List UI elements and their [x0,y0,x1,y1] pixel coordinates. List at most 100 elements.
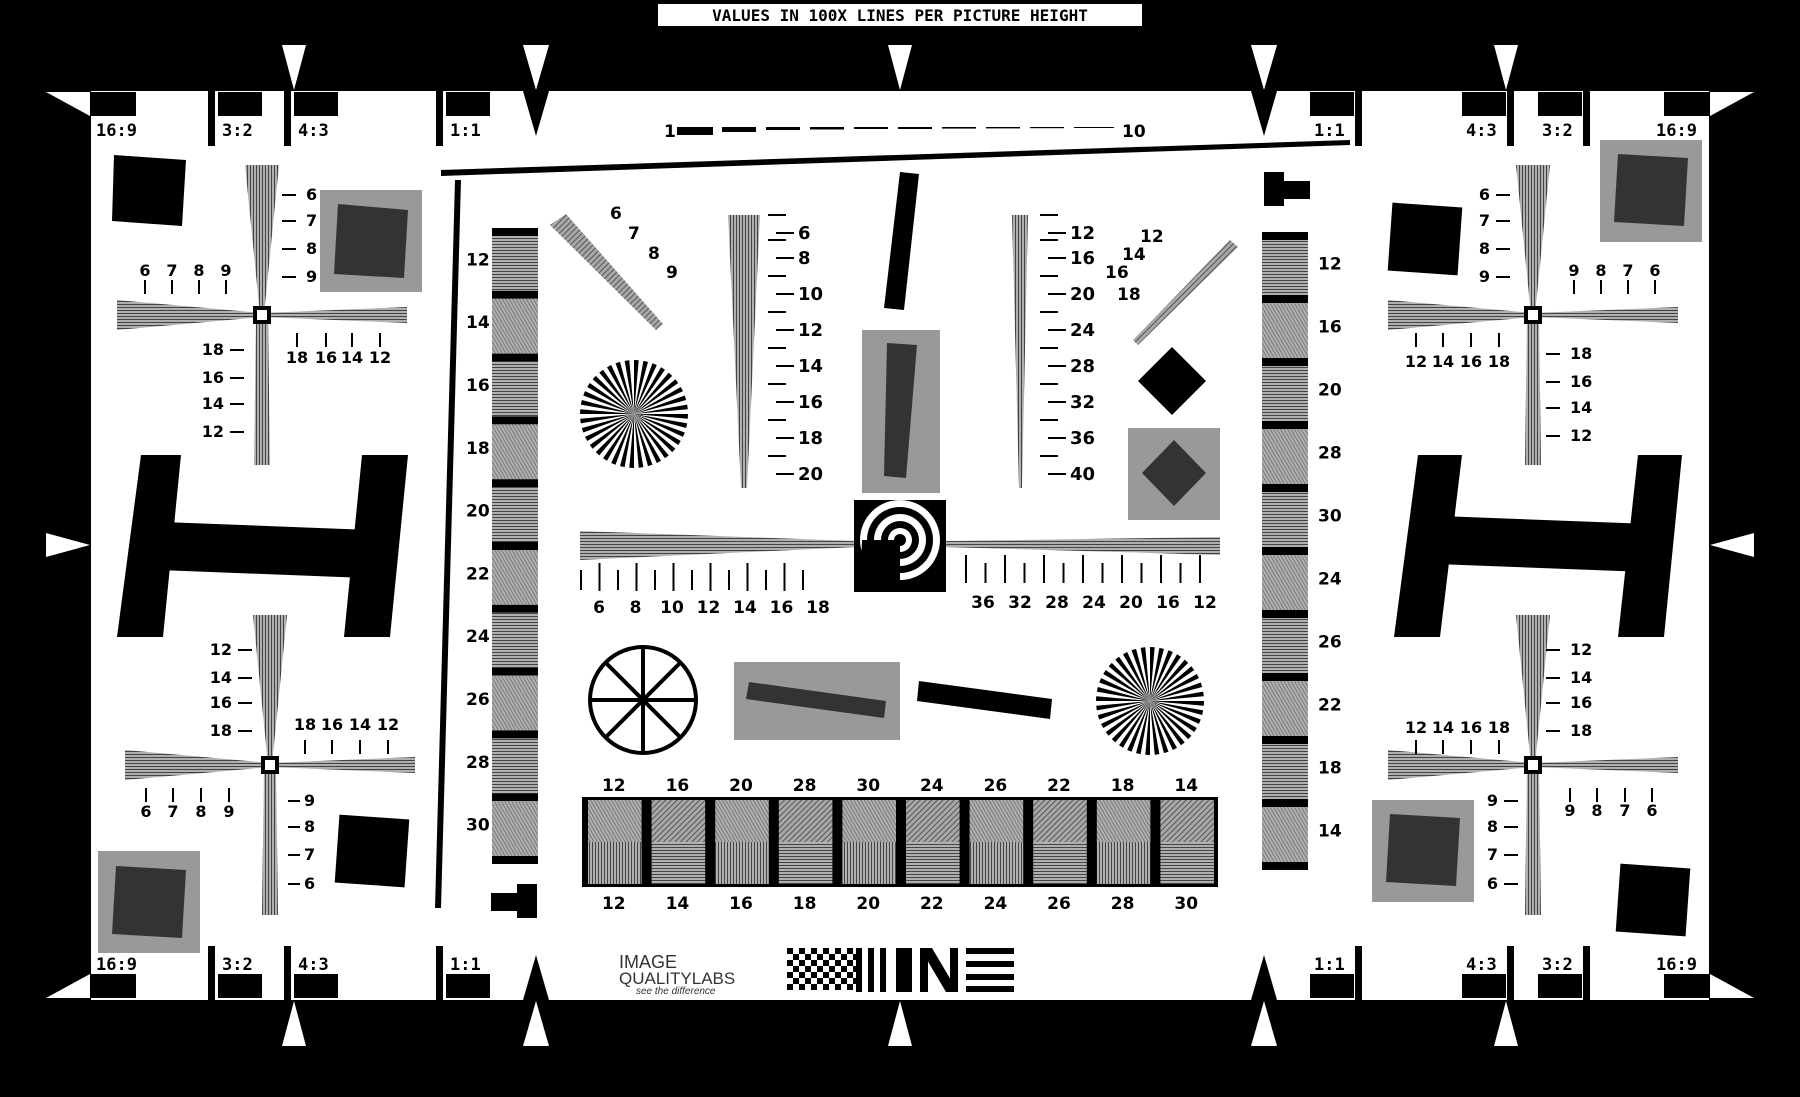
tick-label: 8 [304,817,315,836]
column-cell [1262,240,1308,295]
tick-label: 12 [1318,255,1342,275]
iq-logo: IMAGE QUALITYLABS see the difference [619,952,735,997]
column-bar [492,730,538,739]
tick-label: 8 [195,802,206,821]
aspect-label: 4:3 [1466,955,1497,975]
tick-label: 9 [223,802,234,821]
tick-label: 30 [1318,507,1342,527]
freq-cell [1096,800,1151,842]
logo-line2: QUALITYLABS [619,969,735,988]
tick-label: 28 [1318,444,1342,464]
tick-label: 18 [1111,776,1135,796]
tick-label: 28 [1111,894,1135,914]
wedge-cross [117,165,407,465]
tick-label: 12 [602,894,626,914]
aspect-label: 16:9 [96,955,137,975]
aspect-label: 1:1 [1314,121,1345,141]
column-bar [492,416,538,425]
tick-label: 10 [798,284,823,305]
tick-label: 22 [920,894,944,914]
siemens-stars [580,360,1204,755]
freq-cell [969,842,1024,884]
tick-label: 20 [856,894,880,914]
aspect-label: 16:9 [96,121,137,141]
tick-label: 8 [630,598,642,618]
tick-label: 6 [1479,185,1490,204]
freq-cell [588,842,642,884]
column-bar [1262,232,1308,240]
tick-label: 14 [1570,668,1592,687]
slant-edge-left [435,180,461,908]
tick-label: 7 [167,802,178,821]
tick-label: 14 [1174,776,1198,796]
tick-label: 12 [602,776,626,796]
freq-cell [715,842,769,884]
tick-label: 16 [1460,352,1482,371]
tick-label: 8 [1591,801,1602,820]
tick-label: 16 [1156,593,1180,613]
wedge-label: 8 [648,244,660,264]
tick-label: 22 [466,564,490,584]
title-box [658,4,1142,26]
tick-label: 12 [202,422,224,441]
tick-label: 24 [1082,593,1106,613]
tick-label: 18 [1570,344,1592,363]
tick-label: 8 [193,261,204,280]
tick-label: 24 [466,627,490,647]
tick-label: 18 [1570,721,1592,740]
tick-label: 12 [369,348,391,367]
column-cell [492,550,538,605]
wedge-label: 16 [1105,263,1129,283]
tick-label: 7 [1479,211,1490,230]
tick-label: 24 [984,894,1008,914]
tick-label: 12 [1405,718,1427,737]
freq-cell [906,842,960,884]
tick-label: 16 [729,894,753,914]
diamond-shapes [1128,347,1220,520]
aspect-label: 16:9 [1656,955,1697,975]
tick-label: 14 [1432,718,1454,737]
aspect-label: 3:2 [1542,121,1573,141]
center-circle-target [854,500,946,592]
tick-label: 14 [1570,398,1592,417]
freq-cell [1033,800,1087,842]
logo-tagline: see the difference [636,986,716,997]
column-bar [1262,421,1308,429]
tick-label: 30 [1174,894,1198,914]
tick-label: 16 [321,715,343,734]
tick-label: 12 [466,250,490,270]
tick-label: 18 [798,428,823,449]
column-bar [492,479,538,488]
tick-label: 32 [1070,392,1095,413]
column-cell [1262,618,1308,673]
tick-label: 40 [1070,464,1095,485]
siemens-star [1096,647,1204,755]
edge-markers-black [46,91,1754,1000]
tick-label: 22 [1047,776,1071,796]
freq-cell [1096,842,1151,884]
column-cell [1262,555,1308,610]
tick-label: 8 [1595,261,1606,280]
freq-cell [842,800,896,842]
tick-label: 30 [856,776,880,796]
tick-label: 26 [466,690,490,710]
aspect-label: 3:2 [222,955,253,975]
tick-label: 9 [1568,261,1579,280]
aspect-label: 1:1 [450,121,481,141]
top-scale-bar: 1 10 [664,122,1146,142]
tick-label: 14 [341,348,363,367]
small-markers [491,172,1310,918]
column-bar [1262,673,1308,681]
tick-label: 16 [466,376,490,396]
tick-label: 16 [798,392,823,413]
tick-label: 12 [210,640,232,659]
tick-label: 24 [1318,570,1342,590]
column-bar [492,667,538,676]
tick-label: 9 [304,791,315,810]
scale-end: 10 [1122,122,1146,142]
line-symbols [856,948,1014,992]
tick-label: 16 [202,368,224,387]
tick-label: 6 [1646,801,1657,820]
freq-cell [906,800,960,842]
